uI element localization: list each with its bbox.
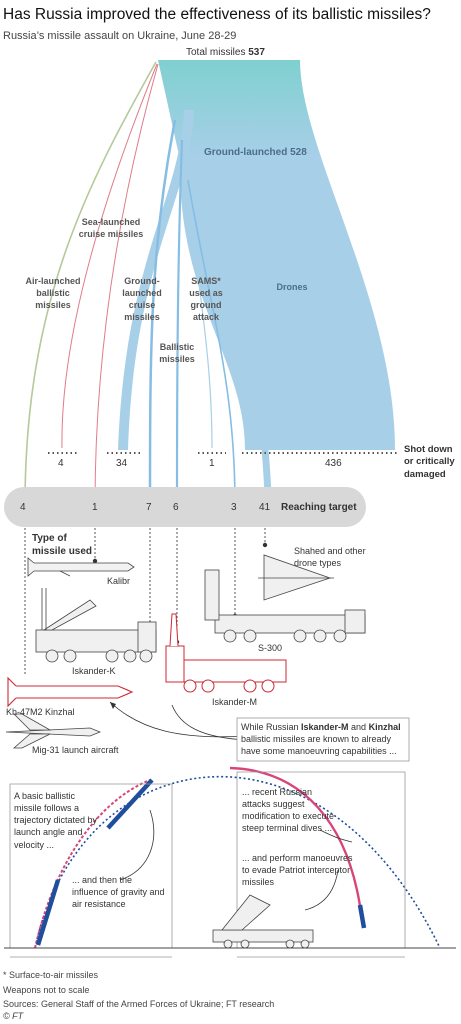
reach-drones: 41 (259, 502, 271, 513)
label-iskander-m: Iskander-M (212, 697, 258, 707)
footnote-copyright: © FT (3, 1011, 24, 1021)
flow-sams-down (185, 179, 213, 449)
shot-down-sams: 1 (209, 458, 215, 469)
mig31-illustration (5, 713, 102, 749)
reach-sea: 1 (92, 502, 98, 513)
label-ballistic: Ballistic missiles (159, 342, 195, 365)
missile-mid (106, 778, 154, 830)
missile-terminal (357, 904, 367, 929)
note-basic-ballistic: A basic ballistic missile follows a traj… (14, 791, 98, 850)
reach-ballistic: 6 (173, 502, 179, 513)
label-shahed: Shahed and other drone types (294, 546, 366, 569)
reach-air: 4 (20, 502, 26, 513)
shot-down-label: Shot down or critically damaged (404, 444, 455, 480)
iskander-m-illustration (165, 613, 287, 693)
shot-down-air: 4 (58, 458, 64, 469)
label-mig31: Mig-31 launch aircraft (32, 745, 119, 755)
label-iskander-k: Iskander-K (72, 666, 116, 676)
footnote-sams: * Surface-to-air missiles (3, 970, 99, 980)
flow-ground-cruise-down (118, 110, 194, 450)
kalibr-illustration (27, 557, 135, 577)
note-patriot: ... and perform manoeuvres to evade Patr… (242, 853, 353, 888)
patriot-illustration (212, 894, 314, 949)
ground-launched-label: Ground-launched 528 (204, 147, 307, 158)
type-label: Type of missile used (32, 533, 93, 557)
note-recent-attacks: ... recent Russian attacks suggest modif… (242, 787, 335, 834)
iskander-k-illustration (35, 588, 157, 663)
missile-launch (35, 879, 61, 946)
label-sams: SAMS* used as ground attack (189, 276, 223, 323)
page-title: Has Russia improved the effectiveness of… (3, 6, 431, 23)
page-subtitle: Russia’s missile assault on Ukraine, Jun… (3, 30, 237, 42)
flow-sea-reaching (94, 63, 159, 506)
label-sea-launched: Sea-launched cruise missiles (78, 217, 144, 240)
shot-down-ground-cruise: 34 (116, 458, 128, 469)
footnote-scale: Weapons not to scale (3, 985, 90, 995)
trajectory-pink (34, 779, 151, 949)
flow-drones-reaching (230, 160, 272, 505)
label-s300: S-300 (258, 643, 283, 653)
reaching-label: Reaching target (281, 502, 357, 513)
flow-sea-down (61, 63, 158, 449)
note-gravity: ... and then the influence of gravity an… (72, 875, 165, 910)
kinzhal-illustration (7, 676, 134, 708)
flow-drones (158, 60, 395, 450)
flow-ballistic (175, 139, 184, 506)
flow-sams-reaching (187, 179, 236, 506)
label-kalibr: Kalibr (107, 576, 131, 586)
trajectory-dive (229, 766, 364, 921)
total-label: Total missiles 537 (186, 47, 265, 58)
reach-sams: 3 (231, 502, 237, 513)
trajectory-base (34, 776, 441, 949)
label-drones: Drones (276, 282, 308, 292)
note-manoeuvring: While Russian Iskander-M and Kinzhal bal… (241, 722, 401, 757)
flow-ground-cruise-reaching (148, 119, 177, 506)
label-air-launched: Air-launched ballistic missiles (25, 276, 81, 311)
footnote-sources: Sources: General Staff of the Armed Forc… (3, 999, 275, 1009)
label-kinzhal: Kh-47M2 Kinzhal (6, 707, 75, 717)
s300-illustration (204, 569, 366, 643)
flow-air (24, 61, 157, 506)
label-ground-cruise: Ground-launched cruise missiles (122, 276, 162, 323)
shahed-illustration (258, 554, 334, 601)
shot-down-drones: 436 (325, 458, 342, 469)
reaching-target-band (4, 487, 366, 527)
reach-ground-cruise: 7 (146, 502, 152, 513)
